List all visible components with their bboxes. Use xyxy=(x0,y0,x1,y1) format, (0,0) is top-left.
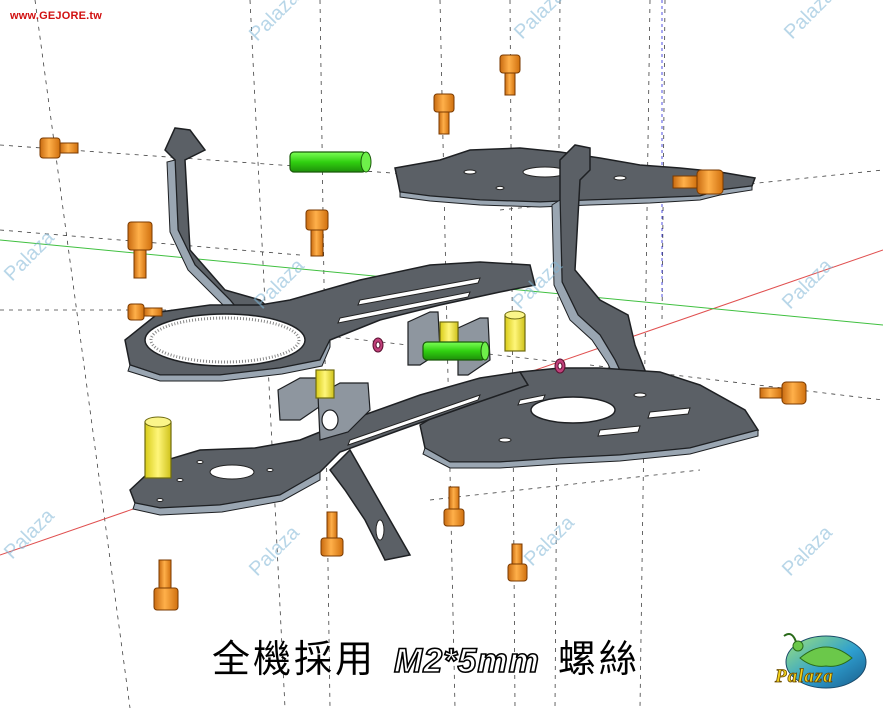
caption: 全機採用 M2*5mm 螺絲 xyxy=(212,628,640,683)
spacer-icon xyxy=(144,310,526,479)
horizontal-screw-icon xyxy=(39,137,807,405)
green-spacer-icon xyxy=(289,151,490,361)
caption-prefix: 全機採用 xyxy=(212,637,377,681)
site-url: www.GEJORE.tw xyxy=(10,10,103,22)
middle-arm-plate xyxy=(124,261,536,382)
logo-wordmark: Palaza xyxy=(775,666,834,688)
palaza-turtle-logo-icon xyxy=(783,633,867,689)
caption-suffix: 螺絲 xyxy=(557,637,640,681)
screw-icon xyxy=(127,54,528,611)
lower-left-arm-plate xyxy=(129,371,530,516)
caption-screw-spec: M2*5mm xyxy=(393,641,540,681)
washer-icon xyxy=(372,337,566,374)
lower-leg-bracket xyxy=(329,448,412,561)
